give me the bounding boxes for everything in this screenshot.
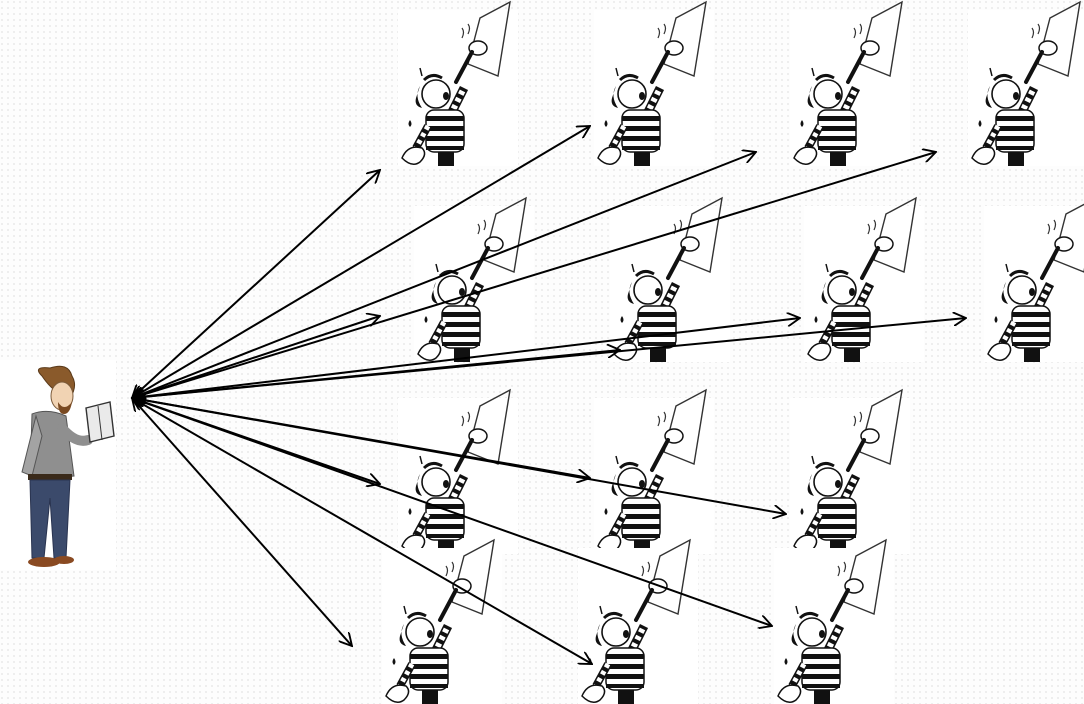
double-arrow xyxy=(132,398,772,626)
double-arrow xyxy=(132,318,966,398)
double-arrow xyxy=(132,170,380,398)
